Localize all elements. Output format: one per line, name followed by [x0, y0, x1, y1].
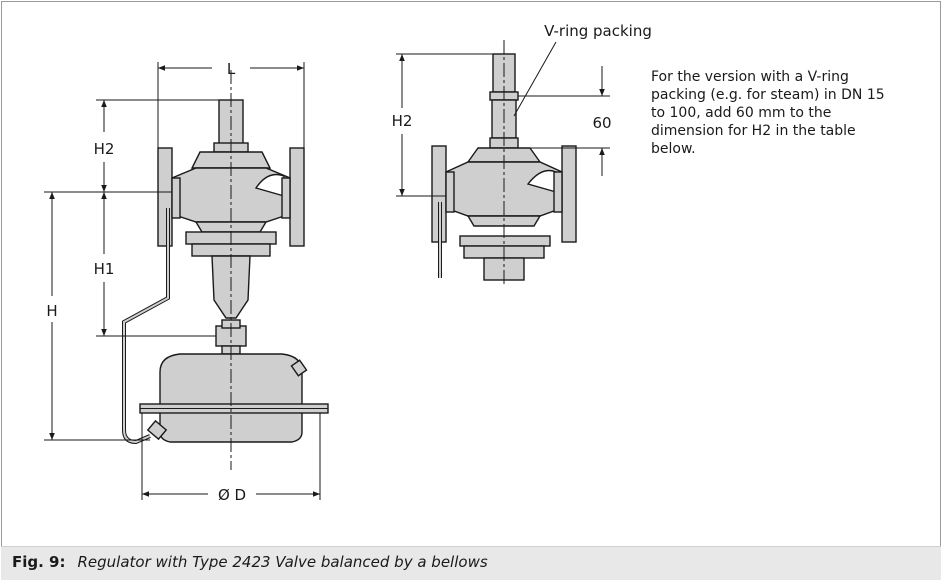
dimension-H	[44, 191, 158, 441]
label-H: H	[46, 302, 57, 320]
regulator-left-drawing	[122, 99, 329, 445]
dimension-OD	[141, 413, 321, 500]
callout-v-ring-packing: V-ring packing	[544, 22, 652, 40]
note-line: packing (e.g. for steam) in DN 15	[651, 87, 885, 103]
caption-label: Fig. 9:	[12, 553, 66, 571]
note-line: For the version with a V-ring	[651, 69, 849, 85]
caption-band	[1, 546, 941, 580]
note-line: below.	[651, 141, 696, 157]
label-H2-right: H2	[392, 112, 413, 130]
dimension-L	[157, 62, 305, 148]
note-line: to 100, add 60 mm to the	[651, 105, 832, 121]
dimension-60	[518, 66, 610, 176]
figure-caption: Fig. 9: Regulator with Type 2423 Valve ba…	[12, 553, 488, 571]
label-H1: H1	[94, 260, 115, 278]
note-line: dimension for H2 in the table	[651, 123, 856, 139]
label-H2-left: H2	[94, 140, 115, 158]
dimension-H1	[96, 192, 216, 337]
label-L: L	[227, 60, 236, 78]
callout-leader	[513, 41, 557, 117]
label-OD: Ø D	[218, 486, 246, 504]
note-text: For the version with a V-ring packing (e…	[651, 68, 943, 158]
label-60: 60	[592, 114, 611, 132]
caption-text: Regulator with Type 2423 Valve balanced …	[77, 553, 488, 571]
dimension-H2-right	[396, 53, 493, 197]
